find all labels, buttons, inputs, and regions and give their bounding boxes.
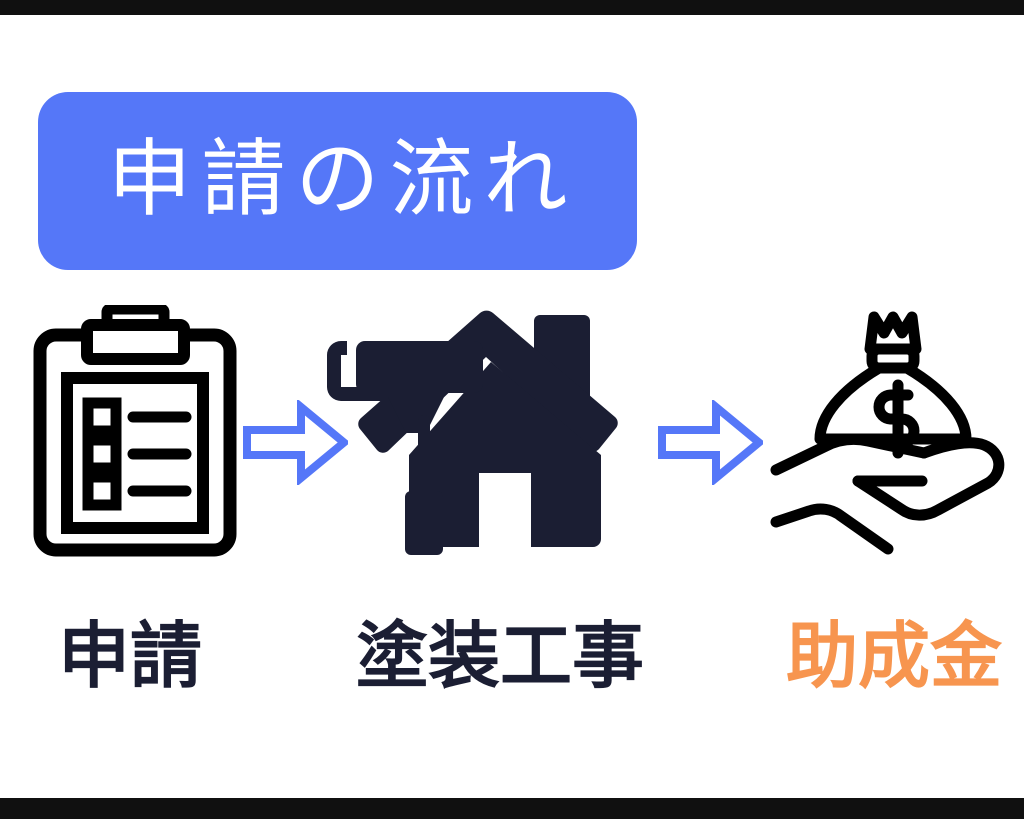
- step-label-apply: 申請: [57, 614, 202, 698]
- flow-diagram-icons: [0, 305, 1024, 565]
- page-title: 申請の流れ: [107, 130, 578, 228]
- title-badge: 申請の流れ: [38, 92, 637, 270]
- letterbox-bottom: [0, 798, 1024, 819]
- letterbox-top: [0, 0, 1024, 15]
- arrow-right-outline-icon: [243, 400, 348, 485]
- clipboard-checklist-icon: [30, 305, 240, 560]
- step-label-subsidy: 助成金: [785, 614, 1002, 698]
- step-label-paint: 塗装工事: [355, 614, 644, 698]
- paint-roller-house-icon: [325, 305, 645, 555]
- flow-diagram-labels: 申請 塗装工事 助成金: [0, 610, 1024, 705]
- arrow-right-outline-icon: [658, 400, 763, 485]
- hand-holding-money-bag-icon: [762, 305, 1022, 555]
- slide-content-area: 申請の流れ: [0, 15, 1024, 798]
